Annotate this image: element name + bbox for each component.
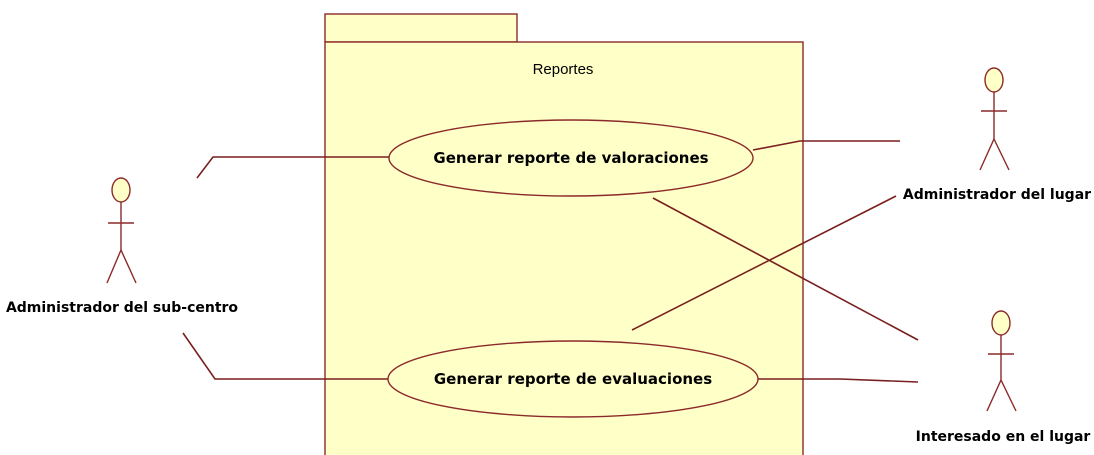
actor-head	[111, 177, 131, 203]
actor-administrador-sub-centro[interactable]: Administrador del sub-centro	[6, 177, 238, 316]
actor-left-leg	[979, 138, 995, 171]
use-case-ellipse	[387, 340, 759, 418]
actor-left-leg	[106, 249, 122, 284]
package-tab	[324, 13, 518, 43]
assoc-interesado-valoraciones[interactable]	[652, 197, 919, 341]
use-case-label: Generar reporte de valoraciones	[433, 149, 708, 167]
assoc-subcentro-valoraciones[interactable]	[196, 156, 390, 179]
actor-interesado-lugar[interactable]: Interesado en el lugar	[916, 310, 1091, 445]
actor-label: Interesado en el lugar	[916, 429, 1091, 445]
actor-administrador-lugar[interactable]: Administrador del lugar	[903, 67, 1091, 203]
actor-head	[984, 67, 1004, 93]
actor-label: Administrador del lugar	[903, 187, 1091, 203]
assoc-interesado-evaluaciones[interactable]	[758, 378, 919, 383]
assoc-subcentro-evaluaciones[interactable]	[182, 332, 390, 380]
use-case-generar-reporte-valoraciones[interactable]: Generar reporte de valoraciones	[388, 119, 754, 197]
package-title: Reportes	[533, 61, 594, 78]
use-case-generar-reporte-evaluaciones[interactable]: Generar reporte de evaluaciones	[387, 340, 759, 418]
actor-right-leg	[1000, 379, 1017, 412]
assoc-lugar-evaluaciones[interactable]	[631, 195, 897, 331]
actor-right-leg	[993, 138, 1010, 171]
associations	[182, 140, 919, 383]
actor-label: Administrador del sub-centro	[6, 300, 238, 316]
actor-right-leg	[120, 249, 137, 284]
actor-head	[991, 310, 1011, 336]
actor-left-leg	[986, 379, 1002, 412]
use-case-label: Generar reporte de evaluaciones	[434, 370, 712, 388]
assoc-lugar-valoraciones[interactable]	[752, 140, 900, 151]
use-case-ellipse	[388, 119, 754, 197]
